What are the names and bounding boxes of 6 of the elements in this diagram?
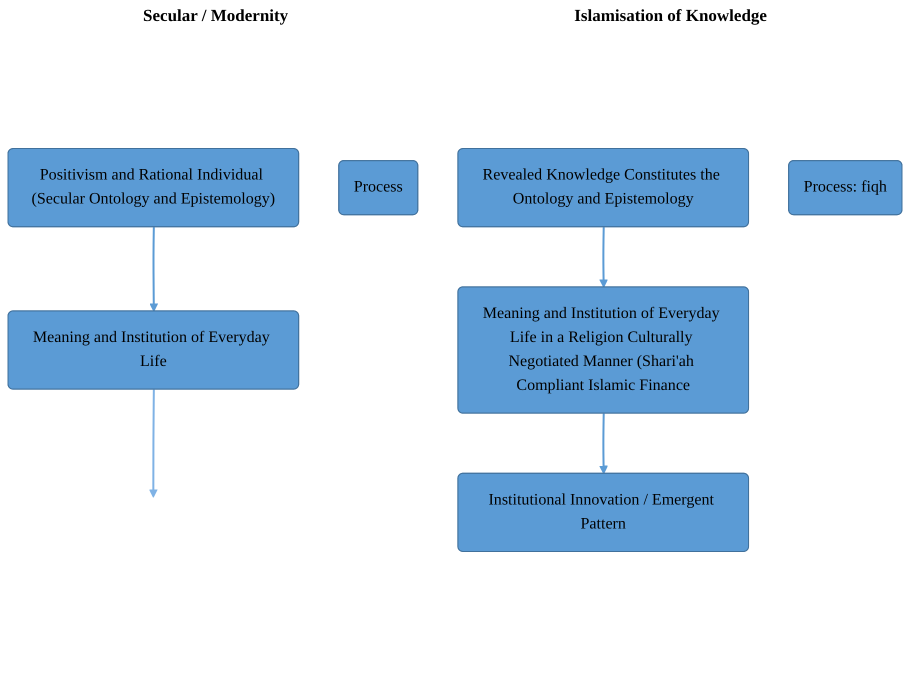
arrow	[149, 227, 158, 312]
arrow	[148, 390, 158, 498]
arrow	[599, 227, 608, 288]
column-heading: Islamisation of Knowledge	[574, 6, 767, 27]
arrow	[599, 414, 608, 474]
column-heading: Secular / Modernity	[143, 6, 288, 27]
